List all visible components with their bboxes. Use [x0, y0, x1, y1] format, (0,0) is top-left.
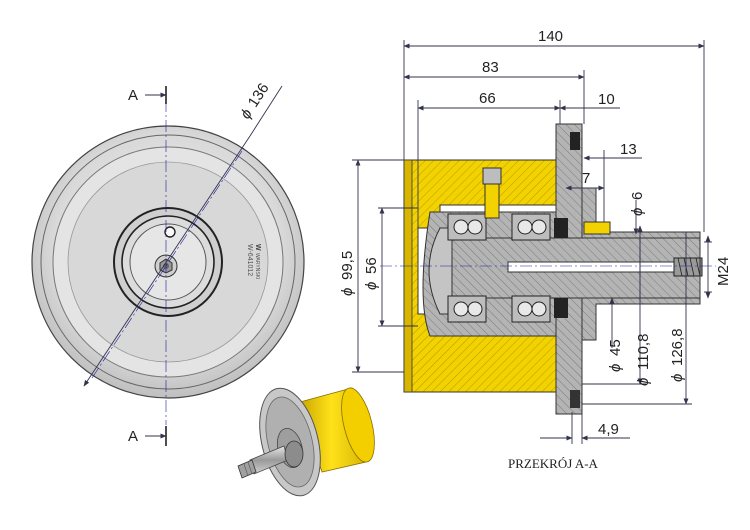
thread-mark-2 [247, 461, 253, 475]
dim-56-label: 56 [363, 257, 380, 274]
wheel-marking: W WARYŃSKI W-641012 [246, 244, 261, 279]
yellow-casing-face [341, 387, 375, 463]
grease-channel [507, 261, 701, 273]
front-view: W WARYŃSKI W-641012 ϕ 136 A A [31, 80, 305, 446]
housing-outer-face [403, 159, 413, 393]
dim-136-label: 136 [245, 80, 273, 110]
ball-tl2 [467, 219, 483, 235]
section-view: 140 83 66 10 13 7 ϕ 6 ϕ 99,5 ϕ 56 [339, 28, 732, 471]
dim-7-label: 7 [582, 170, 590, 187]
ball-bl2 [467, 301, 483, 317]
thread-l1 [677, 257, 683, 277]
dim-126-label: 126,8 [669, 328, 686, 366]
dim-10-label: 10 [598, 91, 615, 108]
ball-bl1 [453, 301, 469, 317]
dim-99-label: 99,5 [339, 251, 356, 280]
dim-m24-label: M24 [715, 257, 732, 286]
ball-tr1 [517, 219, 533, 235]
wheel-rim-ring [40, 134, 296, 390]
diameter-sign-136: ϕ [237, 106, 256, 122]
flange-slot-bottom [570, 390, 580, 408]
ball-tr2 [531, 219, 547, 235]
dim-110-label: 110,8 [635, 334, 652, 370]
section-mark-bottom: A [128, 428, 138, 445]
seal-bottom [554, 298, 568, 318]
flange-slot-top [570, 132, 580, 150]
diameter-136-line [83, 135, 251, 387]
dim-140-label: 140 [538, 28, 563, 45]
thread-mark-1 [243, 463, 249, 477]
ball-br1 [517, 301, 533, 317]
diameter-sign-45: ϕ [607, 364, 624, 372]
shaft-collar [284, 440, 304, 468]
dim-83-label: 83 [482, 59, 499, 76]
section-title: PRZEKRÓJ A-A [508, 456, 599, 471]
thread-l3 [689, 257, 695, 277]
threaded-end [237, 459, 257, 479]
isometric-render [237, 387, 375, 497]
dim-66-label: 66 [479, 90, 496, 107]
seal-top [554, 218, 568, 238]
dim-6-label: 6 [629, 192, 646, 200]
hub-hole [164, 226, 176, 238]
end-cap [428, 227, 453, 315]
ball-tl1 [453, 219, 469, 235]
dim-49-label: 4,9 [598, 421, 619, 438]
diameter-sign-126: ϕ [669, 374, 686, 382]
diameter-136-leader [249, 85, 283, 137]
ball-br2 [531, 301, 547, 317]
yellow-pin [583, 221, 611, 235]
manufacturer-logo: W [254, 244, 261, 251]
section-mark-top: A [128, 87, 138, 104]
thread-l4 [695, 257, 701, 277]
diameter-sign-56: ϕ [363, 282, 380, 290]
dim-13-label: 13 [620, 141, 637, 158]
diameter-sign-110: ϕ [635, 378, 652, 386]
diameter-sign-6: ϕ [629, 208, 646, 216]
dim-45-label: 45 [607, 339, 624, 356]
grease-nipple-head [482, 167, 502, 185]
wheel-text-brand: WARYŃSKI [254, 253, 261, 279]
diameter-sign-99: ϕ [339, 288, 356, 296]
wheel-text-code: W-641012 [246, 244, 253, 276]
front-diagonal-centerline [91, 147, 245, 379]
